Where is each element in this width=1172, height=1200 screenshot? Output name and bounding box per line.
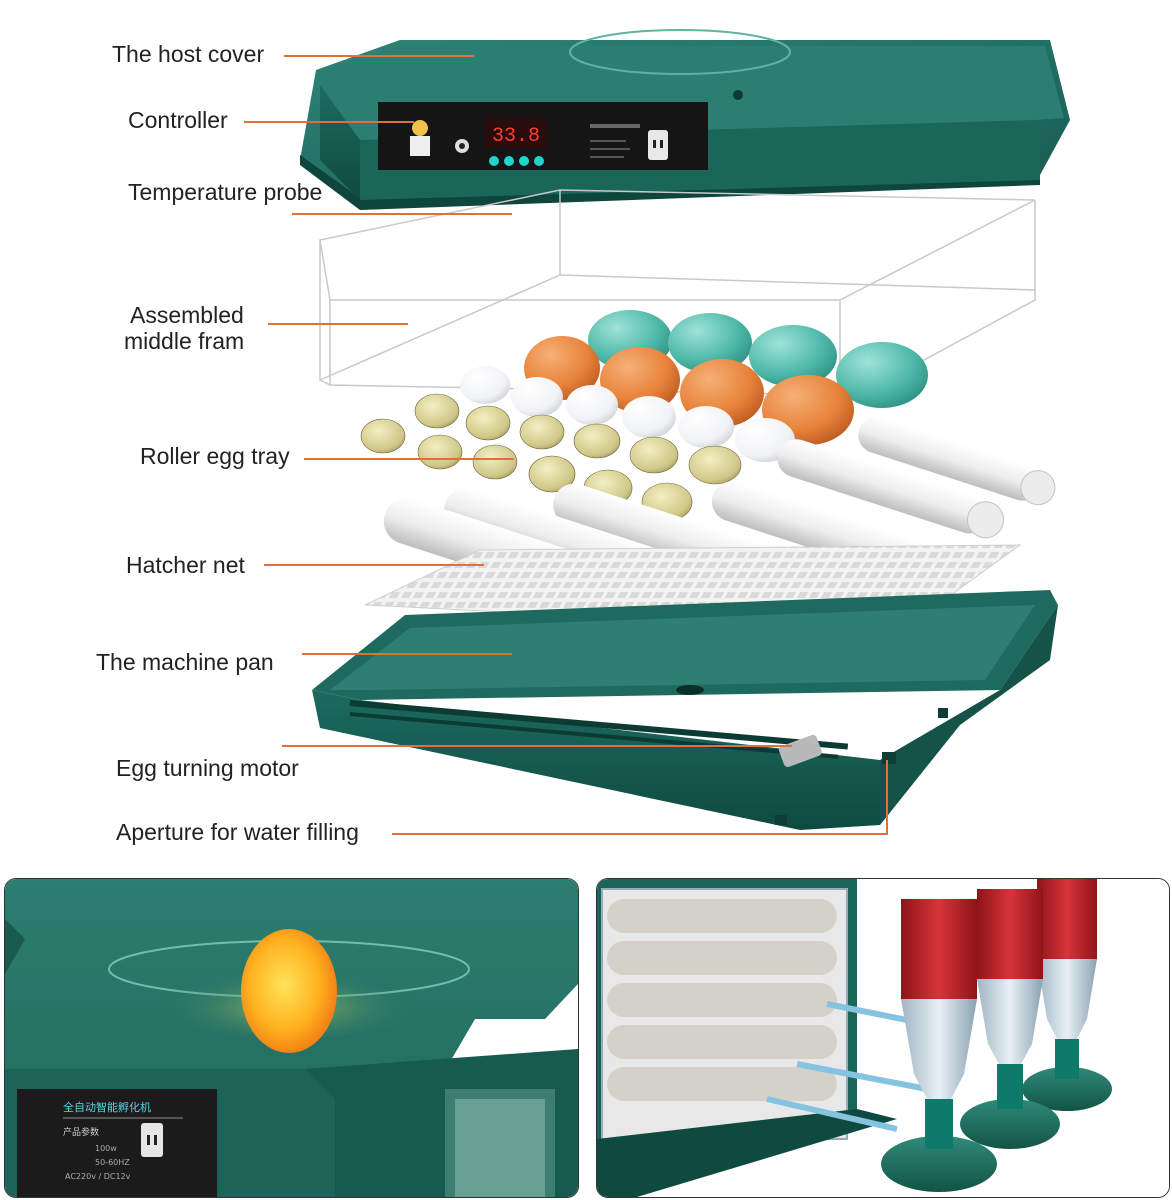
leader-controller (244, 121, 414, 123)
middle-frame (319, 189, 1036, 401)
plate-title: 全自动智能孵化机 (63, 1100, 151, 1114)
leader-water-aperture (392, 833, 888, 835)
water-refill-illustration (597, 879, 1169, 1197)
eggs (360, 310, 928, 522)
leader-hatcher-net (264, 564, 484, 566)
controller-display: 33.8 (492, 125, 540, 148)
leader-temperature-probe (292, 213, 512, 215)
label-water-aperture: Aperture for water filling (116, 819, 359, 845)
label-egg-turning-motor: Egg turning motor (116, 755, 299, 781)
plate-power: 100w (95, 1144, 117, 1153)
leader-middle-frame (268, 323, 408, 325)
leader-host-cover (284, 55, 474, 57)
water-refill-detail-panel (596, 878, 1170, 1198)
label-hatcher-net: Hatcher net (126, 552, 245, 578)
power-socket-icon (141, 1123, 163, 1157)
egg-rows (607, 899, 837, 1101)
leader-roller-egg-tray (304, 458, 514, 460)
leader-egg-turning-motor (282, 745, 792, 747)
plate-freq: 50-60HZ (95, 1158, 130, 1167)
quail-eggs (360, 393, 742, 522)
label-temperature-probe: Temperature probe (128, 179, 323, 205)
machine-pan (312, 590, 1058, 830)
plate-params: 产品参数 (63, 1126, 99, 1138)
leader-water-aperture-vertical (886, 760, 888, 834)
label-roller-egg-tray: Roller egg tray (140, 443, 290, 469)
leader-machine-pan (302, 653, 512, 655)
label-middle-frame-line1: Assembled (130, 302, 244, 328)
spec-plate (17, 1089, 217, 1197)
plate-voltage: AC220v / DC12v (65, 1172, 131, 1181)
incubator-exploded-illustration: 33.8 (300, 29, 1070, 830)
label-controller: Controller (128, 107, 228, 133)
exploded-diagram: 33.8 (96, 29, 1070, 845)
host-cover: 33.8 (300, 29, 1070, 210)
label-middle-frame-line2: middle fram (124, 328, 245, 354)
candling-detail-panel: 全自动智能孵化机 产品参数 100w 50-60HZ AC220v / DC12… (4, 878, 579, 1198)
candling-illustration: 全自动智能孵化机 产品参数 100w 50-60HZ AC220v / DC12… (5, 879, 578, 1197)
water-bottle-icon (881, 879, 1112, 1192)
label-host-cover: The host cover (112, 41, 265, 67)
label-machine-pan: The machine pan (96, 649, 274, 675)
controller-plate: 33.8 (378, 102, 708, 170)
egg-candling-icon (241, 929, 337, 1053)
